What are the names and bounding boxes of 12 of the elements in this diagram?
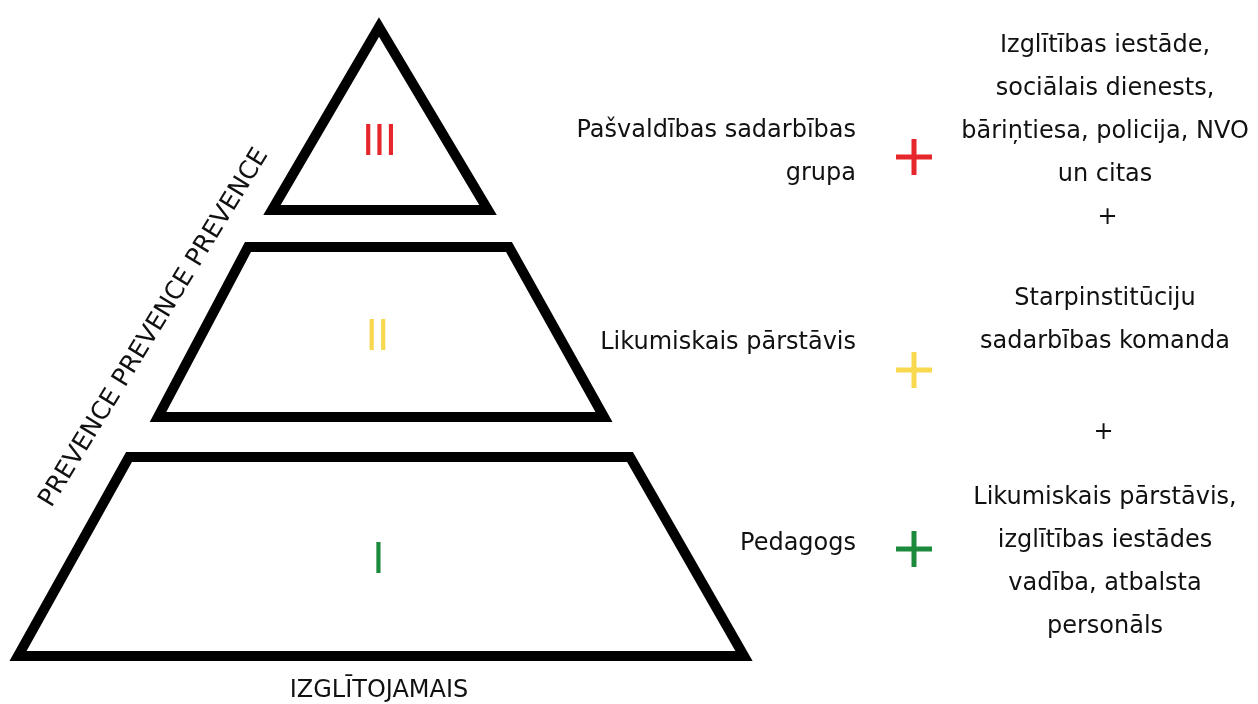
level-numeral: II	[365, 310, 389, 360]
level-numeral: III	[361, 115, 397, 165]
level-role-text: Pedagogs	[739, 527, 856, 558]
plus-sign-text: +	[1096, 201, 1119, 232]
plus-sign-text: +	[1092, 416, 1115, 447]
level-role-text: Pašvaldības sadarbības grupa	[575, 114, 856, 188]
base-caption: IZGLĪTOJAMAIS	[288, 673, 470, 704]
partners-text: Likumiskais pārstāvis, izglītības iestādes vadība, atbalsta personāls	[972, 481, 1238, 641]
partners-text: Izglītības iestāde, sociālais dienests, bāriņtiesa, policija, NVO un citas	[960, 29, 1250, 189]
level-role-text: Likumiskais pārstāvis	[599, 326, 856, 357]
partners-text: Starpinstitūciju sadarbības komanda	[979, 282, 1231, 356]
level-numeral: I	[372, 533, 384, 583]
